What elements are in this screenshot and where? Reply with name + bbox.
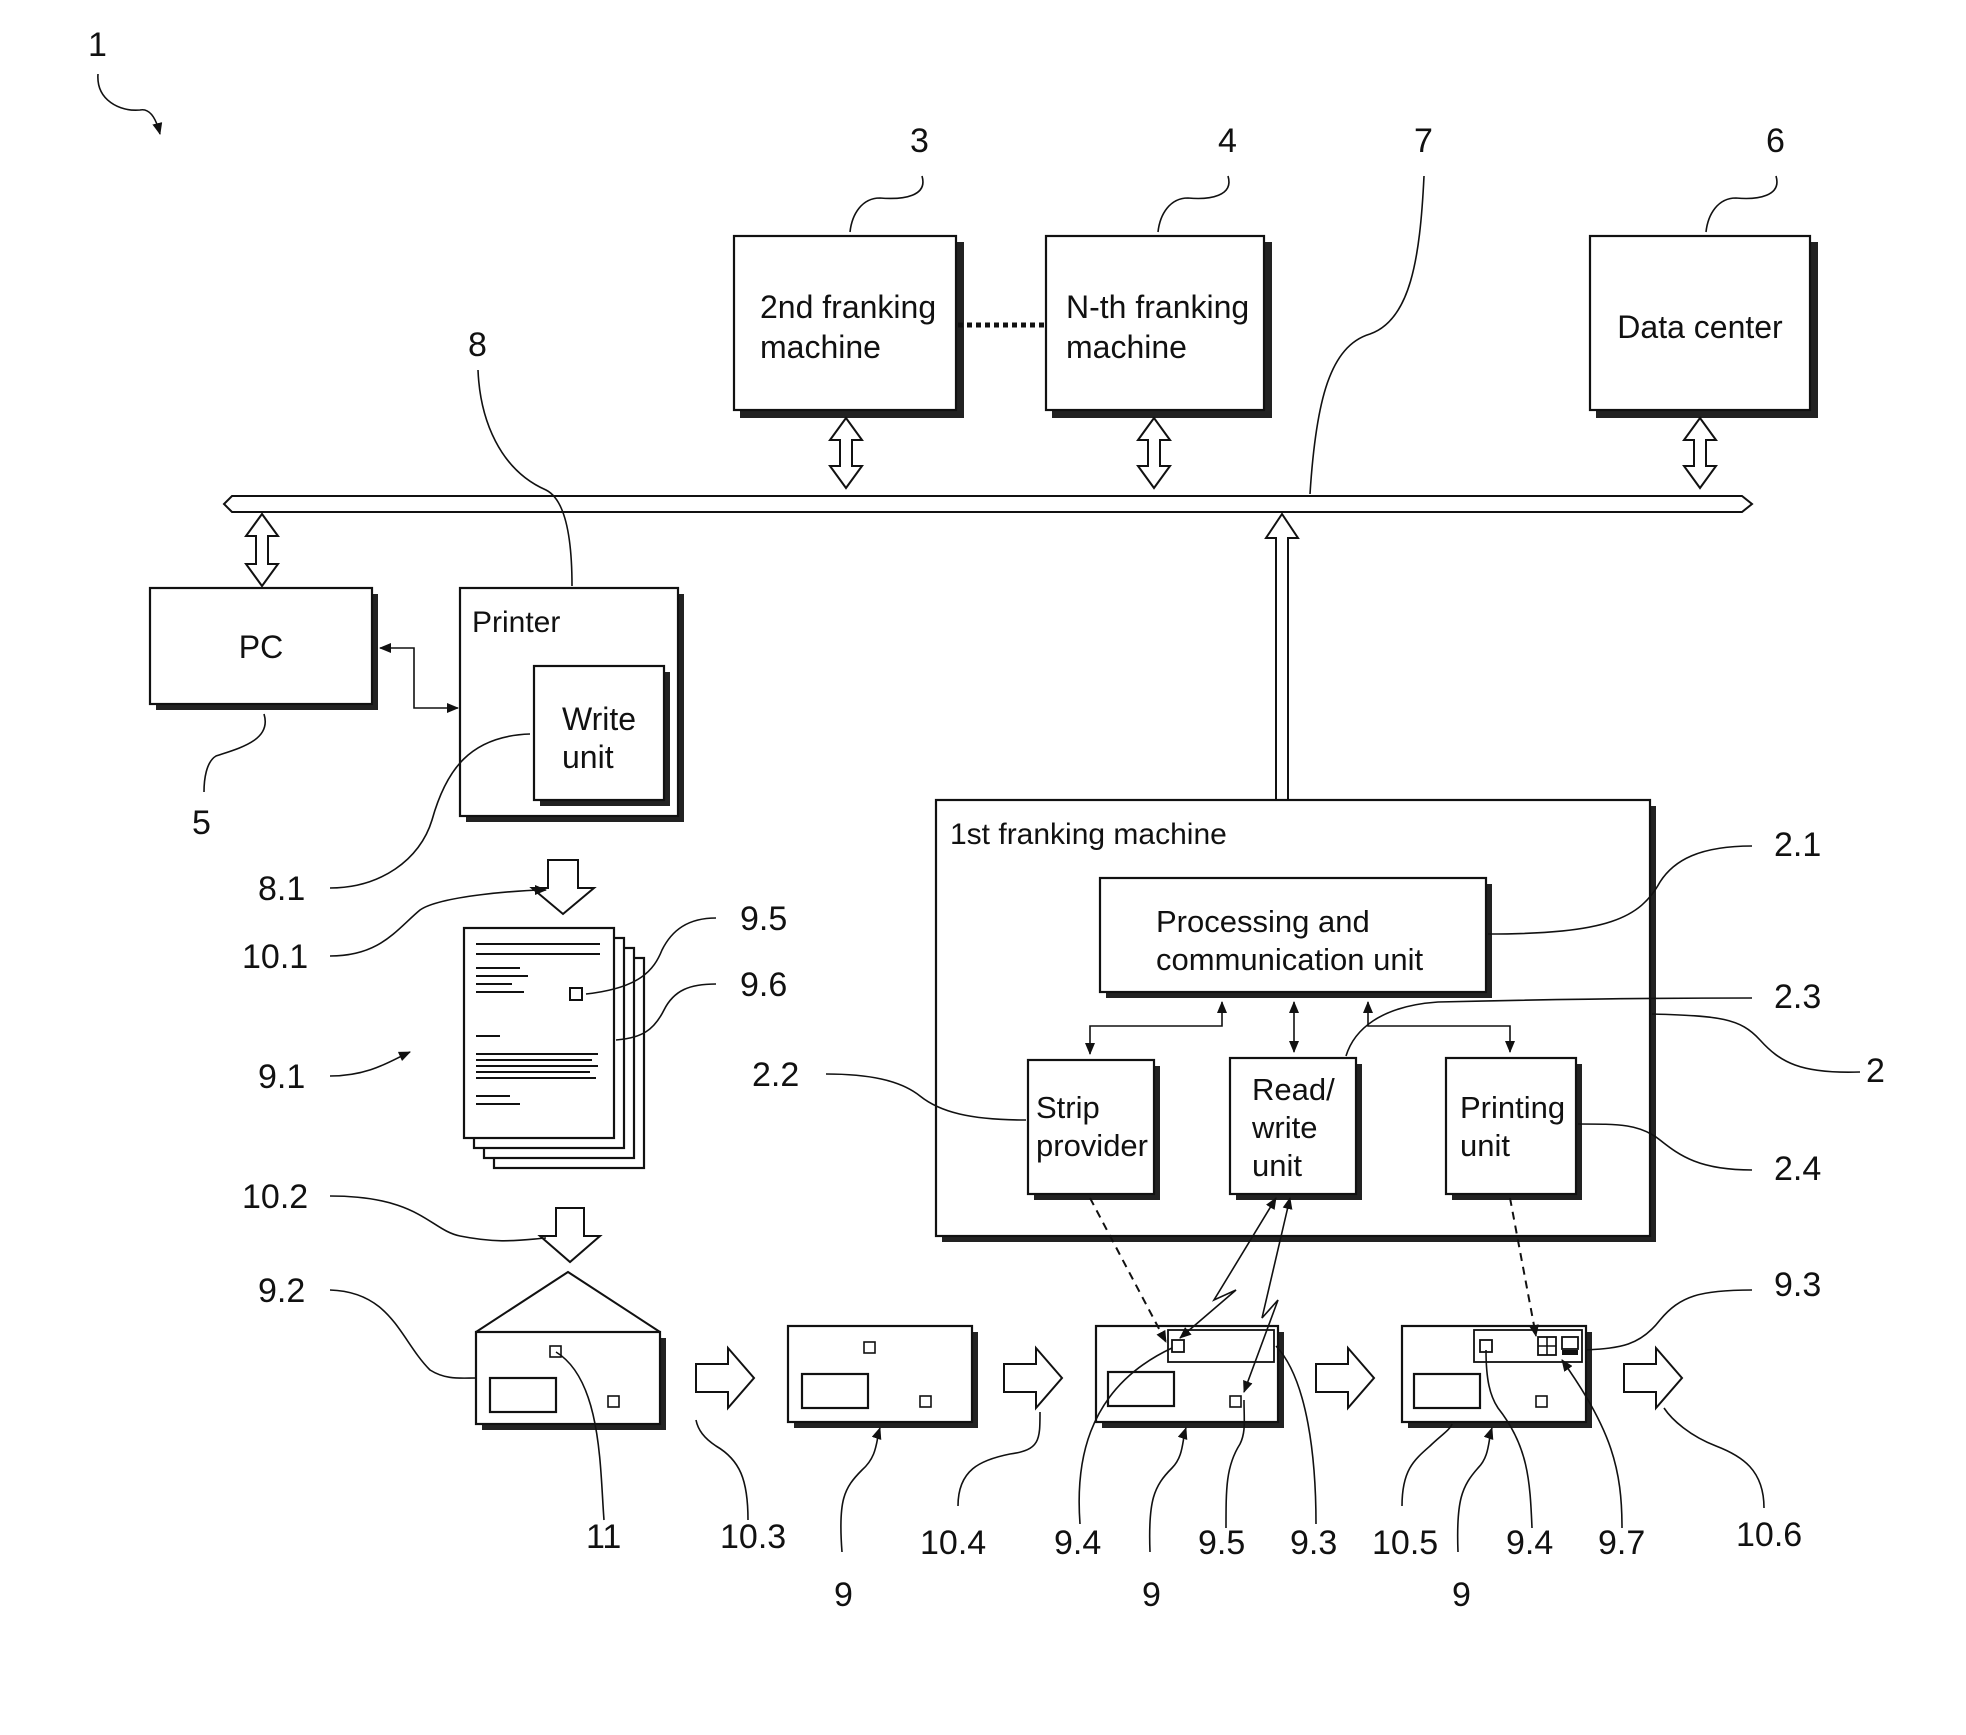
write-unit-label-1: Write	[562, 701, 636, 737]
ref-2-1: 2.1	[1774, 826, 1821, 864]
ref-10-2: 10.2	[242, 1178, 308, 1216]
processing-unit-label-2: communication unit	[1156, 942, 1423, 977]
ref-9-1: 9.1	[258, 1058, 305, 1096]
envelope-9-a	[788, 1326, 978, 1428]
ref-11: 11	[586, 1518, 621, 1556]
ref-6: 6	[1766, 122, 1785, 160]
network-bus	[224, 496, 1752, 512]
data-center-box: Data center	[1590, 236, 1818, 418]
printer-label: Printer	[472, 606, 560, 639]
strip-provider-label-2: provider	[1036, 1128, 1148, 1163]
ref-2-2: 2.2	[752, 1056, 799, 1094]
strip-provider-label-1: Strip	[1036, 1090, 1100, 1125]
write-unit-label-2: unit	[562, 739, 614, 775]
data-center-label: Data center	[1617, 309, 1783, 345]
ref-9-6: 9.6	[740, 966, 787, 1004]
ref-9-2: 9.2	[258, 1272, 305, 1310]
ref-8: 8	[468, 326, 487, 364]
second-franking-machine-box: 2nd franking machine	[734, 236, 964, 418]
second-franking-label-2: machine	[760, 329, 881, 365]
printing-unit-label-2: unit	[1460, 1128, 1510, 1163]
ref-9-7: 9.7	[1598, 1524, 1645, 1562]
ref-9-b: 9	[1142, 1576, 1161, 1614]
pc-label: PC	[239, 629, 283, 665]
nth-franking-label-2: machine	[1066, 329, 1187, 365]
ref-10-1: 10.1	[242, 938, 308, 976]
nth-franking-label-1: N-th franking	[1066, 289, 1249, 325]
ref-9-3-top: 9.3	[1774, 1266, 1821, 1304]
ref-10-3: 10.3	[720, 1518, 786, 1556]
envelope-9-c	[1402, 1326, 1592, 1428]
ref-9-a: 9	[834, 1576, 853, 1614]
read-write-label-1: Read/	[1252, 1072, 1335, 1107]
nth-franking-machine-box: N-th franking machine	[1046, 236, 1272, 418]
ref-3: 3	[910, 122, 929, 160]
printing-unit-label-1: Printing	[1460, 1090, 1565, 1125]
ref-10-6: 10.6	[1736, 1516, 1802, 1554]
read-write-label-3: unit	[1252, 1148, 1302, 1183]
ref-9-3-b: 9.3	[1290, 1524, 1337, 1562]
envelope-9-2	[476, 1272, 666, 1430]
processing-unit-label-1: Processing and	[1156, 904, 1370, 939]
pc-box: PC	[150, 588, 378, 710]
document-stack	[464, 928, 644, 1168]
ref-2-4: 2.4	[1774, 1150, 1821, 1188]
ref-8-1: 8.1	[258, 870, 305, 908]
ref-10-4: 10.4	[920, 1524, 986, 1562]
ref-7: 7	[1414, 122, 1433, 160]
envelope-9-b	[1096, 1326, 1284, 1428]
pc-printer-link	[380, 648, 458, 708]
ref-2-3: 2.3	[1774, 978, 1821, 1016]
ref-5: 5	[192, 804, 211, 842]
ref-9-c: 9	[1452, 1576, 1471, 1614]
read-write-label-2: write	[1251, 1110, 1317, 1145]
first-franking-label: 1st franking machine	[950, 818, 1227, 851]
printer-box: Printer Write unit	[460, 588, 684, 822]
ref-2: 2	[1866, 1052, 1885, 1090]
ref-1: 1	[88, 26, 107, 64]
second-franking-label-1: 2nd franking	[760, 289, 936, 325]
ref-9-5-top: 9.5	[740, 900, 787, 938]
ref-9-4-a: 9.4	[1054, 1524, 1101, 1562]
ref-9-4-b: 9.4	[1506, 1524, 1553, 1562]
ref-9-5-b: 9.5	[1198, 1524, 1245, 1562]
ref-10-5: 10.5	[1372, 1524, 1438, 1562]
first-franking-machine-box: 1st franking machine Processing and comm…	[936, 800, 1656, 1242]
ref-4: 4	[1218, 122, 1237, 160]
